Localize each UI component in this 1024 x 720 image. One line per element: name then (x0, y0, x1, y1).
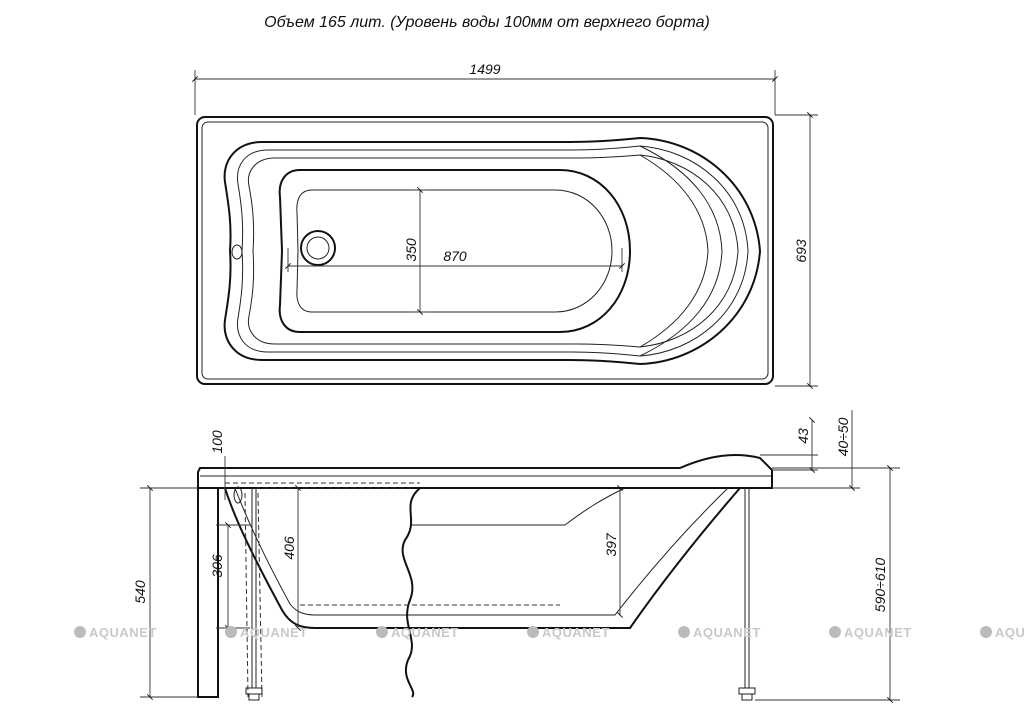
tub-outer-rim (196, 116, 774, 385)
drain-outer (300, 230, 336, 266)
aquanet-logo-icon (225, 626, 237, 638)
side-apron (197, 488, 219, 698)
dim-bottom-width: 350 (403, 186, 430, 316)
dim-rim-40-50-label: 40÷50 (835, 417, 851, 456)
aquanet-logo-icon (678, 626, 690, 638)
dim-overall-length: 1499 (191, 61, 779, 115)
aquanet-watermark: AQUANET (74, 625, 157, 640)
aquanet-watermark-text: AQUANET (391, 625, 459, 640)
drawing-title: Объем 165 лит. (Уровень воды 100мм от ве… (264, 14, 710, 31)
aquanet-watermark: AQUANET (678, 625, 761, 640)
aquanet-watermark: AQUANET (829, 625, 912, 640)
bowl-bottom-inner (296, 189, 613, 313)
dim-overall-width: 693 (775, 111, 818, 390)
drain-inner (306, 236, 330, 260)
dim-540-label: 540 (132, 580, 148, 604)
bowl-inner-contour-1 (236, 145, 749, 357)
inner-depth-dashed-2 (257, 492, 263, 698)
aquanet-watermark-text: AQUANET (89, 625, 157, 640)
side-tub-inner (234, 487, 729, 616)
dim-rim-40-50: 40÷50 (772, 410, 860, 492)
dim-rim-43-label: 43 (795, 428, 811, 444)
side-backrest-step (410, 487, 626, 526)
section-break-line (401, 487, 421, 698)
watermark-row: AQUANET AQUANET AQUANET AQUANET AQUANET AQUAN… (74, 625, 1024, 640)
headrest-line-2 (639, 154, 709, 348)
aquanet-watermark: AQUANET (527, 625, 610, 640)
dim-397-label: 397 (603, 532, 619, 557)
bowl-bottom (278, 169, 632, 333)
dim-total-height: 590÷610 (755, 464, 900, 704)
dim-540: 540 (132, 484, 198, 701)
aquanet-watermark-text: AQUANET (693, 625, 761, 640)
headrest-line-1 (639, 145, 723, 357)
bowl-inner-contour-2 (247, 154, 739, 348)
aquanet-logo-icon (980, 626, 992, 638)
side-tub-body (224, 487, 741, 629)
aquanet-logo-icon (527, 626, 539, 638)
aquanet-logo-icon (74, 626, 86, 638)
inner-depth-dashed-1 (244, 492, 249, 698)
tub-rim-inner-edge (201, 121, 769, 380)
dim-length-label: 1499 (469, 61, 500, 77)
side-rim (197, 454, 773, 489)
support-legs (245, 488, 756, 701)
dim-406: 406 (281, 484, 302, 632)
dim-width-label: 693 (793, 239, 809, 263)
aquanet-watermark-text: AQUANET (542, 625, 610, 640)
overflow-fitting (233, 486, 243, 504)
aquanet-watermark: AQUANET (225, 625, 308, 640)
overflow-hole (231, 244, 243, 260)
dim-total-height-label: 590÷610 (872, 558, 888, 613)
aquanet-watermark-text: AQUANET (844, 625, 912, 640)
aquanet-watermark: AQUANET (376, 625, 459, 640)
dim-bottom-length: 870 (284, 248, 626, 272)
dim-rim-43: 43 (760, 416, 818, 474)
aquanet-watermark-text: AQUANET (995, 625, 1024, 640)
dim-bottom-length-label: 870 (443, 248, 467, 264)
top-view: 1499 693 870 (191, 61, 818, 390)
aquanet-watermark-text: AQUANET (240, 625, 308, 640)
side-view: 100 306 406 397 540 (132, 410, 900, 704)
aquanet-logo-icon (829, 626, 841, 638)
aquanet-watermark: AQUANET (980, 625, 1024, 640)
bowl-outer-contour (223, 136, 762, 366)
dim-306: 306 (209, 521, 250, 632)
dim-397: 397 (603, 484, 624, 619)
dim-water-level-label: 100 (209, 430, 225, 454)
dim-water-level: 100 (209, 430, 226, 500)
aquanet-logo-icon (376, 626, 388, 638)
dim-406-label: 406 (281, 536, 297, 560)
dim-306-label: 306 (209, 554, 225, 578)
dim-bottom-width-label: 350 (403, 238, 419, 262)
